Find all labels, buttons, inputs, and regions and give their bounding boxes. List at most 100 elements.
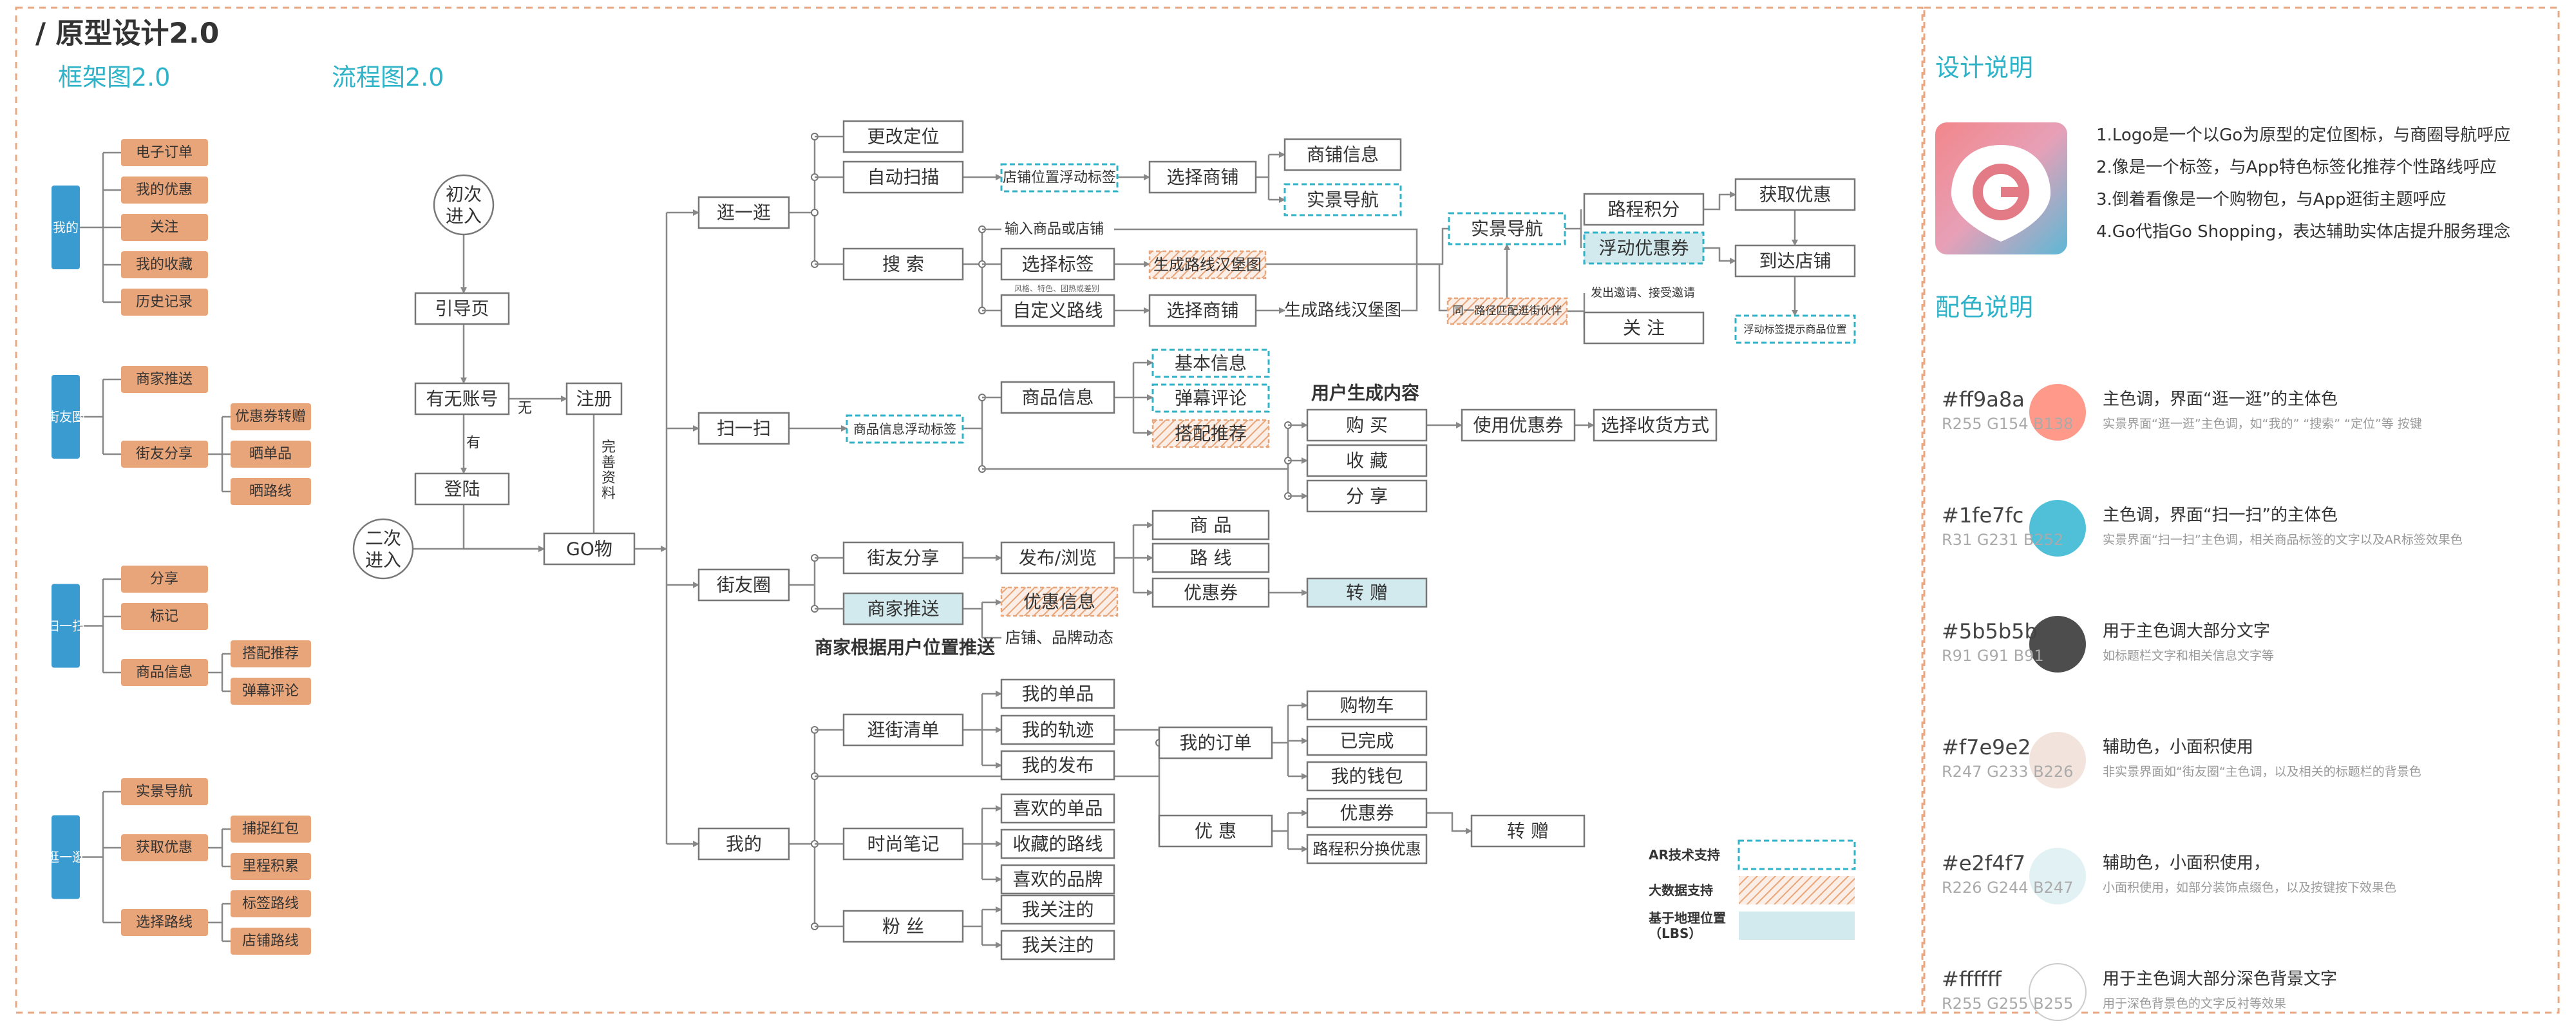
color-rgb: R31 G231 B252 [1942, 531, 2063, 549]
framework-item-label: 历史记录 [136, 294, 193, 311]
flow-node: 我关注的 [1021, 935, 1094, 956]
flow-node: 选择收货方式 [1601, 415, 1709, 436]
ugc-caption: 用户生成内容 [1311, 383, 1419, 404]
flow-node: 实景导航 [1307, 189, 1379, 211]
flow-node: 购物车 [1340, 695, 1394, 716]
flow-node-box [1306, 408, 1428, 442]
framework-group-box [52, 375, 80, 459]
flow-node-box [1148, 294, 1257, 327]
connector [1114, 729, 1160, 831]
color-swatch [2029, 616, 2086, 673]
framework-item-box [121, 603, 208, 630]
flow-node: 自动扫描 [867, 167, 939, 188]
flow-node: 有无账号 [426, 388, 498, 410]
connector [1703, 191, 1736, 211]
framework-item-box [121, 214, 208, 241]
flow-node: 生成路线汉堡图 [1153, 256, 1262, 274]
flow-title: 流程图2.0 [332, 63, 444, 91]
framework-item-label: 电子订单 [136, 145, 193, 161]
framework-item-box [121, 566, 208, 593]
flow-node: 引导页 [435, 298, 489, 320]
color-hex: #5b5b5b [1942, 619, 2038, 644]
flow-node-box [565, 382, 623, 416]
flow-node-box [1306, 725, 1428, 756]
flow-node: 分 享 [1346, 486, 1388, 507]
flow-node: 生成路线汉堡图 [1284, 301, 1401, 320]
framework-subitem-box [231, 441, 311, 468]
palette-title: 配色说明 [1935, 293, 2033, 321]
flow-node: 浮动优惠券 [1598, 238, 1689, 259]
framework-subitem-box [231, 478, 311, 505]
edge-label-none: 无 [518, 401, 532, 417]
color-desc: 辅助色，小面积使用 [2103, 738, 2253, 757]
flow-node-box [1151, 419, 1270, 448]
flow-node-box [1000, 864, 1115, 895]
framework-subitem-box [231, 890, 311, 917]
flow-node-box [1000, 163, 1119, 193]
design-note-line: 2.像是一个标签，与App特色标签化推荐个性路线呼应 [2096, 158, 2497, 177]
color-rgb: R255 G255 B255 [1942, 995, 2073, 1013]
color-desc: 用于主色调大部分文字 [2103, 622, 2270, 641]
flow-node-box [1151, 510, 1270, 540]
color-sub: 小面积使用，如部分装饰点缀色，以及按键按下效果色 [2103, 881, 2396, 895]
flow-node: 已完成 [1340, 731, 1394, 752]
flow-node-box [414, 472, 510, 506]
flow-node-box [1583, 311, 1705, 345]
flow-node: 路 线 [1190, 548, 1232, 569]
flow-node-box [1000, 678, 1115, 709]
framework-item-box [121, 659, 208, 686]
framework-item-box [121, 778, 208, 805]
flow-node-box [1306, 577, 1428, 608]
flow-node: 收藏的路线 [1012, 834, 1103, 855]
framework-item-label: 选择路线 [136, 915, 193, 931]
flow-node-box [414, 382, 510, 416]
flow-node: 优惠信息 [1023, 591, 1095, 613]
flow-node: 我的钱包 [1331, 766, 1403, 787]
flow-node-box [1306, 690, 1428, 721]
connector [1417, 263, 1449, 312]
color-swatch [2029, 848, 2086, 904]
framework-item-label: 街友分享 [136, 446, 193, 463]
framework-subitem-box [231, 853, 311, 880]
flow-node-box [1158, 814, 1273, 848]
color-rgb: R247 G233 B226 [1942, 763, 2073, 781]
connector [1426, 812, 1472, 834]
flow-node-box [1306, 761, 1428, 792]
flow-node: 搜 索 [882, 254, 924, 275]
flow-node: 喜欢的单品 [1012, 798, 1103, 819]
color-sub: 实景界面“扫一扫”主色调，相关商品标签的文字以及AR标签效果色 [2103, 533, 2463, 547]
flow-node-box [842, 541, 964, 575]
flow-node-box [1158, 726, 1273, 760]
flow-node-box [697, 827, 790, 861]
color-rgb: R255 G154 B138 [1942, 415, 2073, 433]
flow-node-box [697, 412, 790, 445]
framework-subitem-label: 捕捉红包 [242, 821, 299, 837]
framework-subitem-box [231, 640, 311, 667]
framework-item-label: 商家推送 [136, 372, 193, 388]
framework-item-label: 获取优惠 [136, 840, 193, 856]
flow-node: 商 品 [1190, 515, 1232, 536]
legend-swatch [1739, 876, 1855, 904]
color-swatch [2029, 384, 2086, 441]
flow-node: 同一路径匹配逛街伙伴 [1453, 305, 1562, 318]
flow-node-box [1151, 542, 1270, 573]
entry-circle [433, 174, 495, 236]
page-title: / 原型设计2.0 [35, 17, 219, 50]
flow-node: 基本信息 [1175, 353, 1247, 374]
flow-node: 关 注 [1623, 318, 1665, 339]
flow-node: 选择商铺 [1166, 167, 1238, 188]
color-sub: 如标题栏文字和相关信息文字等 [2103, 649, 2274, 663]
color-rgb: R226 G244 B247 [1942, 879, 2073, 897]
flow-node-box [1000, 541, 1115, 575]
framework-item-box [121, 289, 208, 316]
flow-node-box [1448, 212, 1566, 245]
flow-node: 到达店铺 [1759, 251, 1831, 272]
color-swatch [2029, 963, 2087, 1021]
connector [1114, 228, 1418, 264]
framework-item-label: 实景导航 [136, 784, 193, 800]
flow-node-box [1470, 814, 1586, 848]
flow-node: 使用优惠券 [1473, 415, 1563, 436]
flow-node: 我的发布 [1021, 755, 1094, 776]
color-sub: 非实景界面如“街友圈“主色调，以及相关的标题栏的背景色 [2103, 765, 2421, 779]
